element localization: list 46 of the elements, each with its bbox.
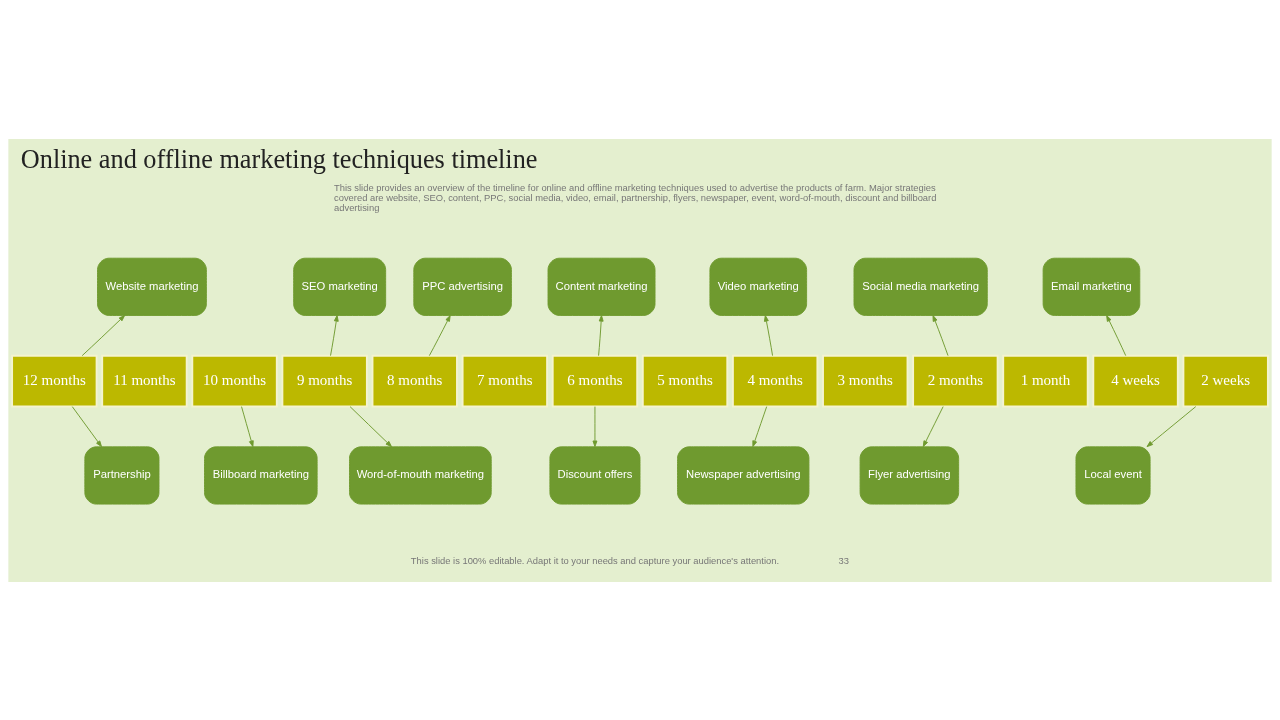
node-box: Content marketing: [547, 257, 656, 316]
arrow: [752, 405, 768, 447]
node-box: Email marketing: [1042, 257, 1141, 316]
node-box: 8 months: [371, 354, 458, 407]
node-box: 11 months: [101, 354, 188, 407]
node-box: Flyer advertising: [859, 445, 960, 505]
node-box: Social media marketing: [853, 257, 988, 316]
arrow: [71, 405, 102, 447]
node-box: Website marketing: [97, 257, 207, 316]
node-box: Partnership: [84, 445, 160, 505]
node-box: Newspaper advertising: [677, 445, 810, 505]
arrow: [932, 314, 949, 356]
node-box: 6 months: [551, 354, 639, 407]
node-box: 4 weeks: [1092, 354, 1179, 407]
arrow: [241, 405, 254, 447]
arrow: [598, 314, 604, 356]
node-box: 1 month: [1002, 354, 1089, 407]
diagram-title: Online and offline marketing techniques timeline: [20, 144, 538, 174]
node-box: 7 months: [461, 354, 549, 407]
node-box: Local event: [1075, 445, 1151, 505]
label: This slide is 100% editable. Adapt it to your needs and capture your audience's attention.: [410, 555, 780, 566]
arrow: [349, 405, 392, 447]
label: 33: [838, 555, 849, 566]
node-box: Video marketing: [709, 257, 808, 316]
node-box: PPC advertising: [413, 257, 512, 316]
node-box: 5 months: [641, 354, 729, 407]
node-box: Discount offers: [549, 445, 641, 505]
arrow: [330, 314, 339, 356]
node-box: 12 months: [11, 354, 98, 407]
arrow: [763, 314, 773, 356]
arrow: [1146, 405, 1197, 447]
node-box: 2 weeks: [1182, 354, 1269, 407]
label: This slide provides an overview of the timeline for online and offline marketing techniques used to advertise the products of farm. Major strategies covered are website, SEO, content, PPC, social media, video, email, partnership, flyers, newspaper, event, word-of-mouth, discount and billboard advertising: [334, 182, 937, 213]
node-box: SEO marketing: [293, 257, 387, 316]
node-box: Billboard marketing: [204, 445, 318, 505]
node-box: 3 months: [822, 354, 909, 407]
arrow: [81, 314, 126, 356]
node-box: Word-of-mouth marketing: [349, 445, 492, 505]
node-box: 2 months: [912, 354, 999, 407]
node-box: 9 months: [281, 354, 368, 407]
arrow: [1106, 314, 1127, 356]
arrow: [922, 405, 944, 447]
arrow: [428, 314, 451, 356]
node-box: 10 months: [191, 354, 278, 407]
arrow: [592, 405, 598, 447]
node-box: 4 months: [731, 354, 819, 407]
